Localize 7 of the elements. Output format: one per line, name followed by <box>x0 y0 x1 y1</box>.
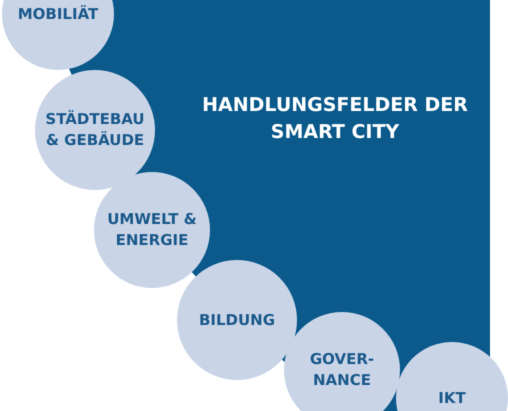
topic-label: GOVER- NANCE <box>308 349 376 391</box>
heading-text: HANDLUNGSFELDER DER SMART CITY <box>201 93 469 145</box>
topic-label: STÄDTEBAU & GEBÄUDE <box>45 109 145 151</box>
topic-label: MOBILIÄT <box>18 4 98 24</box>
topic-label: BILDUNG <box>198 310 276 330</box>
topic-label: UMWELT & ENERGIE <box>106 209 198 251</box>
topic-label: IKT <box>438 388 466 408</box>
